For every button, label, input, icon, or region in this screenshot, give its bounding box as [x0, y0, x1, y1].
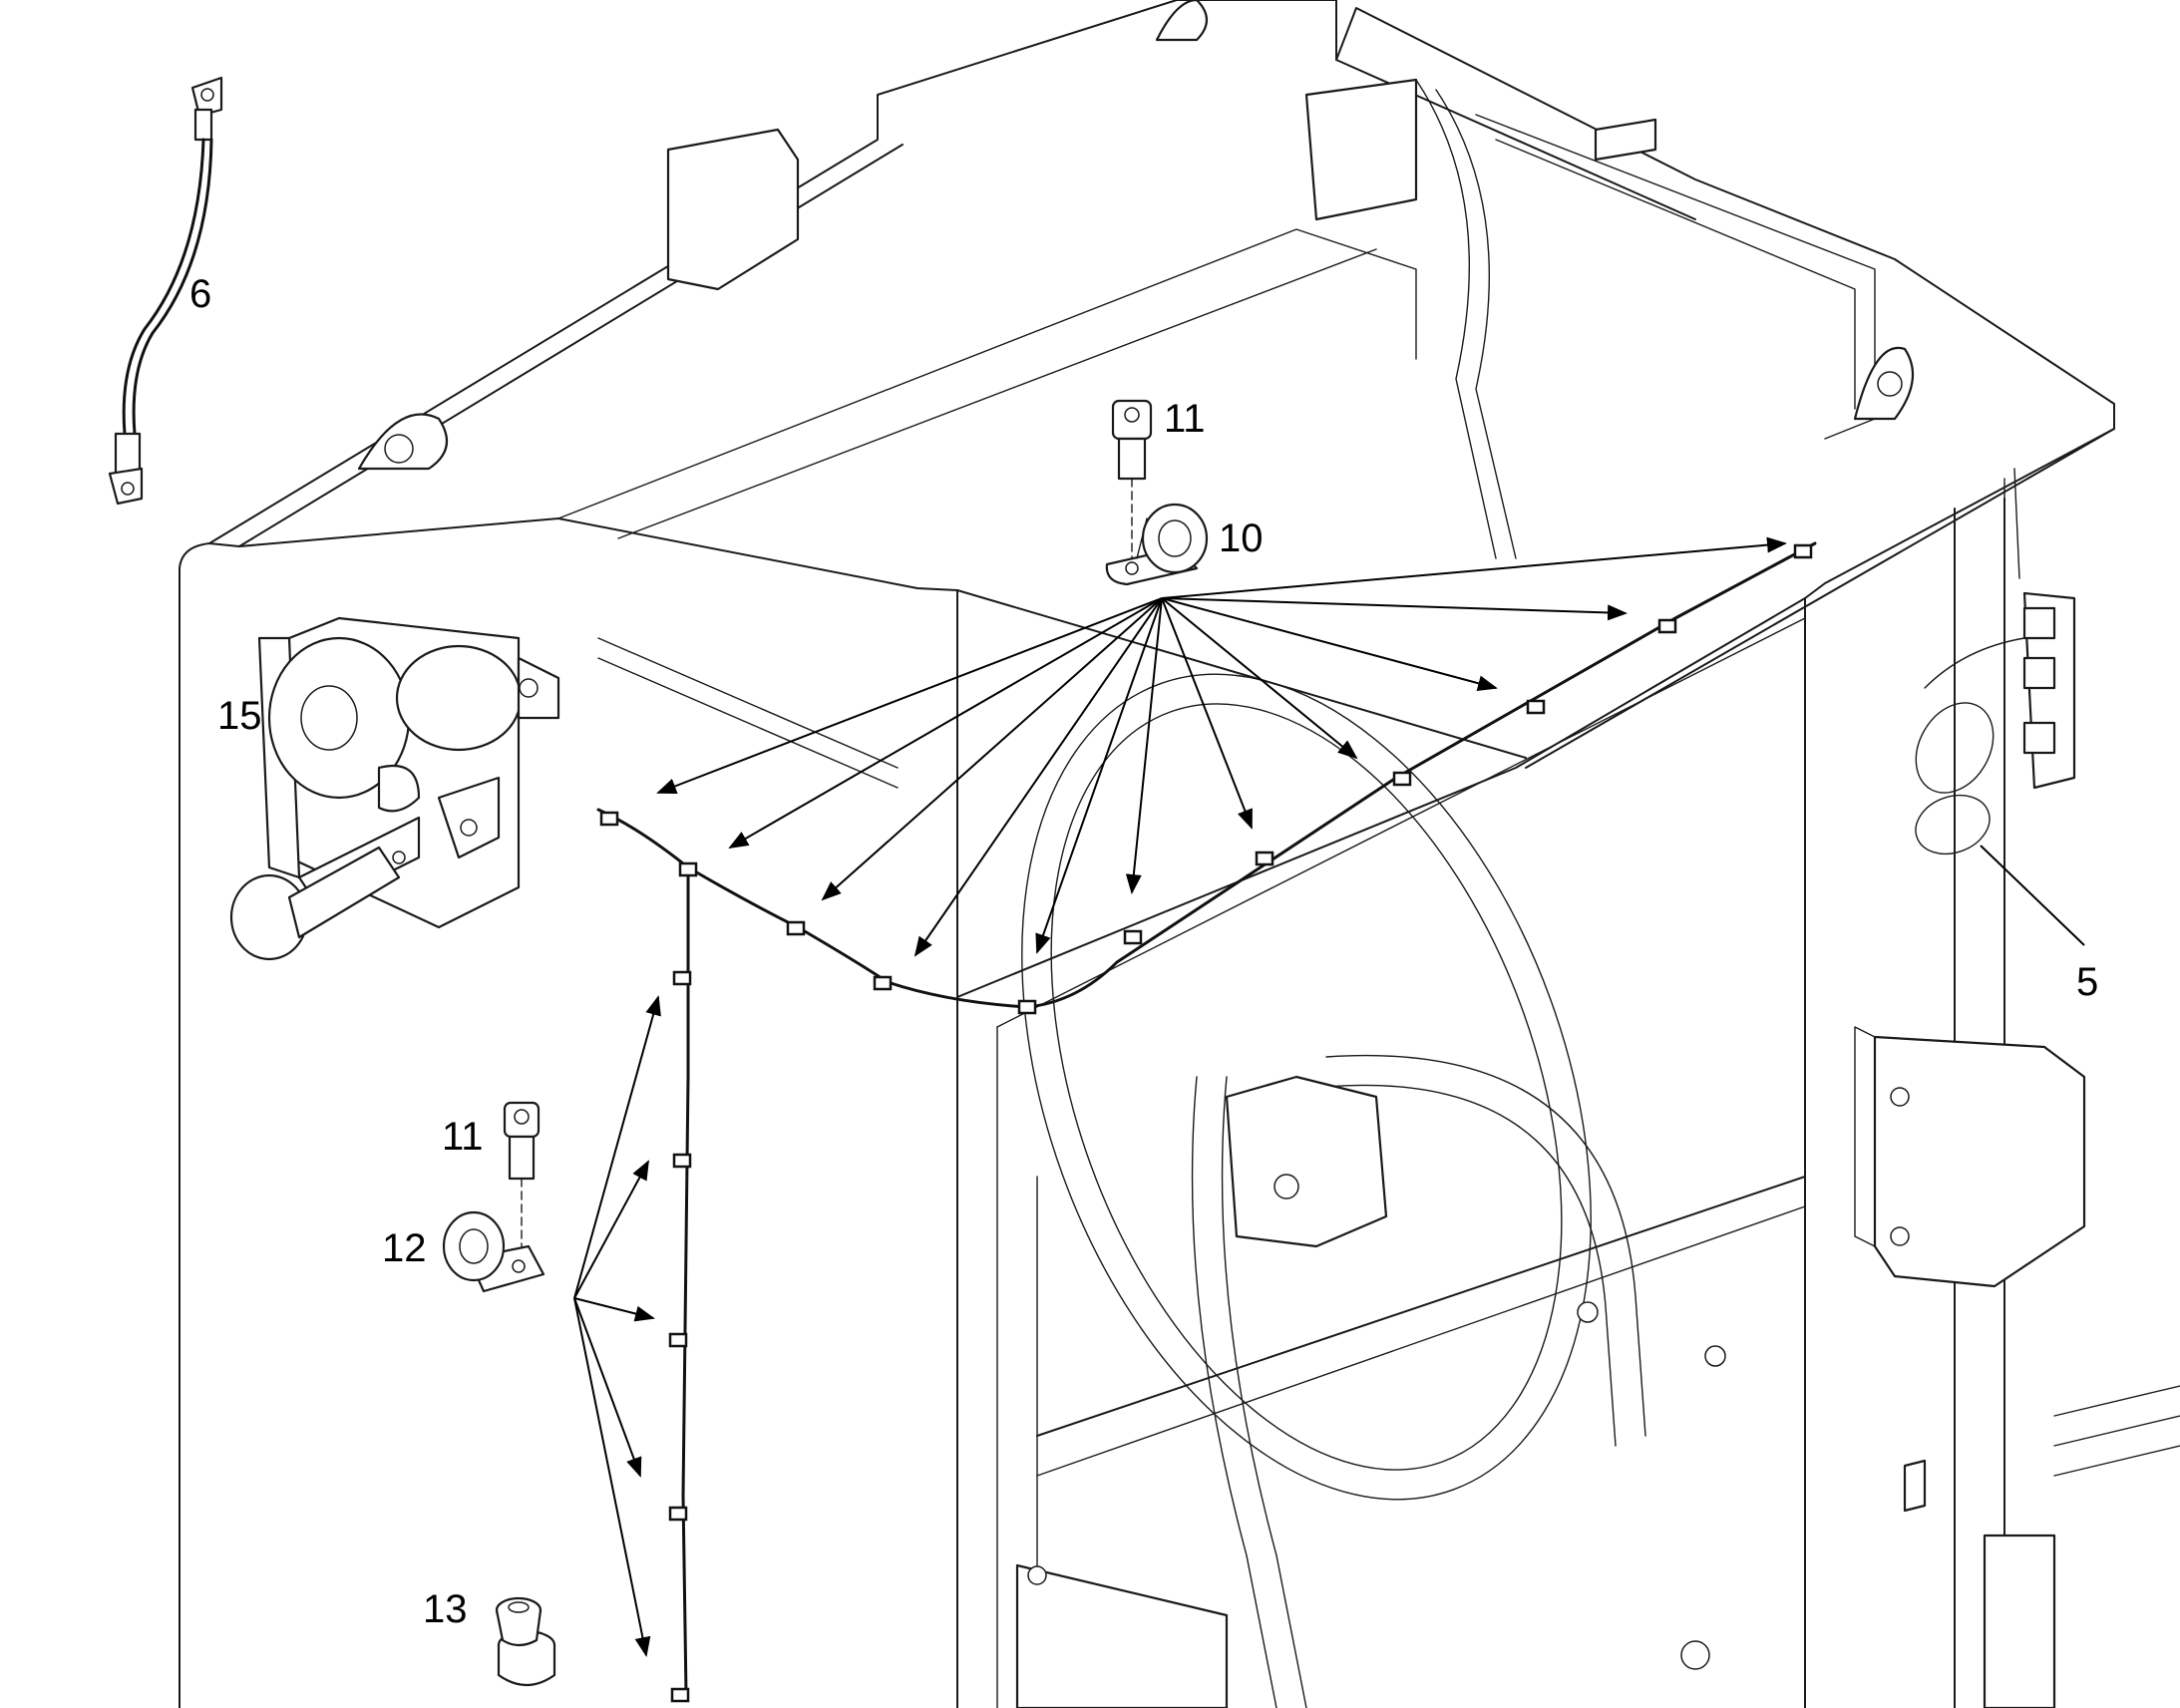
ground-cable-part	[108, 76, 223, 506]
harness-clip	[668, 1332, 688, 1348]
harness-clip	[1392, 771, 1412, 787]
harness-clip	[599, 811, 619, 827]
callout-11-top: 11	[1164, 397, 1206, 441]
screw-part-lower	[503, 1101, 541, 1247]
harness-clip	[1123, 929, 1143, 945]
callout-15: 15	[217, 694, 262, 738]
callout-12: 12	[382, 1226, 427, 1270]
leader-arrows	[573, 536, 2085, 1657]
harness-clip	[668, 1506, 688, 1522]
harness-clip	[670, 1687, 690, 1703]
harness-clip	[672, 1153, 692, 1169]
wiring-harness	[596, 541, 1817, 1703]
horn-assembly-part	[229, 616, 560, 961]
callout-6: 6	[189, 272, 212, 316]
clamp-part-10	[1105, 503, 1209, 586]
callout-10: 10	[1219, 516, 1264, 560]
connector-part-5	[1915, 468, 2076, 855]
machine-frame	[179, 0, 2180, 1708]
harness-clip	[672, 970, 692, 986]
callout-11-lower: 11	[442, 1115, 484, 1159]
grommet-part-13	[495, 1596, 556, 1686]
harness-clip	[1657, 618, 1677, 634]
harness-clip	[786, 920, 806, 936]
harness-clip	[1255, 851, 1274, 866]
harness-clip	[678, 861, 698, 877]
harness-clip	[1017, 999, 1037, 1015]
screw-part-top	[1111, 399, 1153, 559]
harness-clip	[873, 975, 893, 991]
harness-clip	[1793, 543, 1813, 559]
callout-5: 5	[2076, 960, 2099, 1004]
callout-13: 13	[423, 1587, 468, 1631]
clamp-part-12	[442, 1210, 545, 1293]
harness-clip	[1526, 699, 1546, 715]
